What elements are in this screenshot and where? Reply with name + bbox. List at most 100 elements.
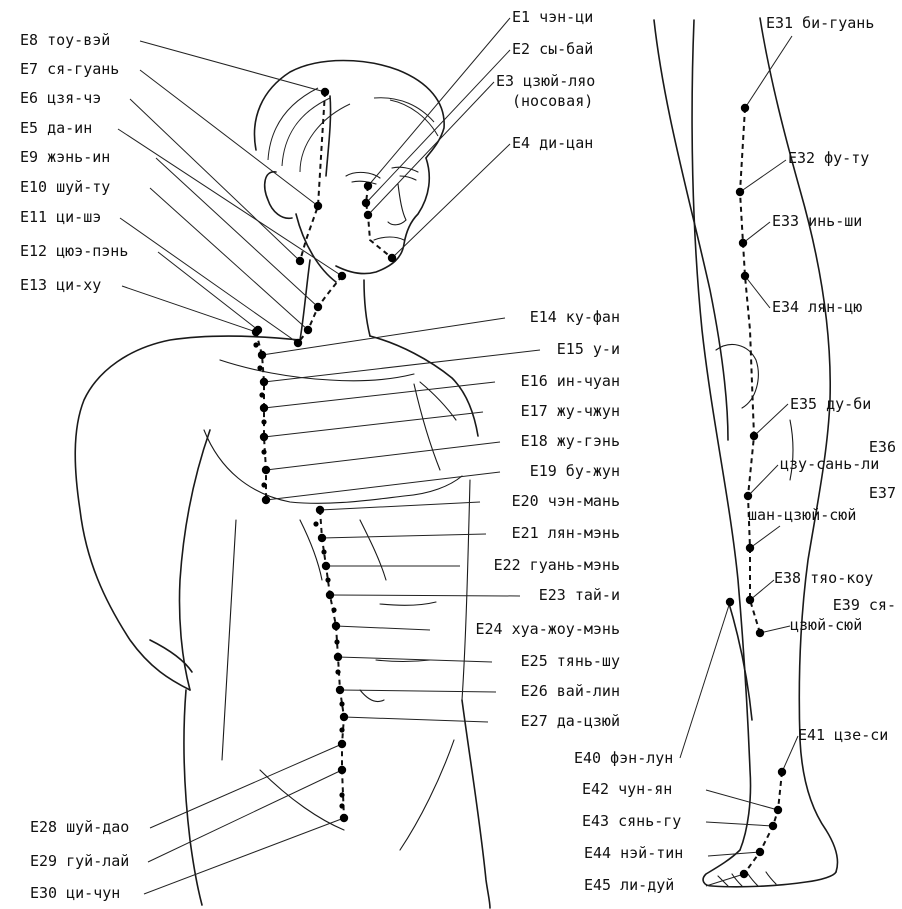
- point-e41: [778, 768, 786, 776]
- point-e3: [364, 211, 372, 219]
- leader-e42: [706, 790, 778, 810]
- label-e7: E7 ся-гуань: [20, 60, 119, 78]
- hair-outline: [254, 61, 444, 159]
- leader-e9: [156, 158, 318, 307]
- leader-e10: [150, 188, 308, 330]
- meridian-dot: [339, 727, 344, 732]
- point-e22: [322, 562, 330, 570]
- label-e21: E21 лян-мэнь: [512, 524, 620, 542]
- label-e23: E23 тай-и: [539, 586, 620, 604]
- leader-e14: [262, 318, 505, 355]
- leader-e5: [118, 129, 342, 276]
- leader-e20: [320, 502, 480, 510]
- label-e9: E9 жэнь-ин: [20, 148, 110, 166]
- label-e32: E32 фу-ту: [788, 149, 869, 167]
- point-e35: [750, 432, 758, 440]
- label-e34: E34 лян-цю: [772, 298, 862, 316]
- point-e24: [332, 622, 340, 630]
- label-e25: E25 тянь-шу: [521, 652, 620, 670]
- acupoints: [252, 88, 786, 878]
- label-e39-code: E39 ся-: [833, 596, 896, 614]
- point-e14: [258, 351, 266, 359]
- label-e36-name: цзу-сань-ли: [780, 455, 879, 473]
- point-e43: [769, 822, 777, 830]
- leader-e4: [392, 144, 510, 258]
- label-e30: E30 ци-чун: [30, 884, 120, 902]
- meridian-dot: [339, 803, 344, 808]
- label-e45: E45 ли-дуй: [584, 876, 674, 894]
- point-e7: [314, 202, 322, 210]
- leader-e30: [144, 818, 344, 894]
- leader-e18: [266, 442, 500, 470]
- point-e20: [316, 506, 324, 514]
- point-e29: [338, 766, 346, 774]
- leader-e3: [368, 82, 494, 215]
- leader-e12: [158, 252, 258, 330]
- leader-e33: [743, 222, 770, 243]
- label-e43: E43 сянь-гу: [582, 812, 681, 830]
- label-e44: E44 нэй-тин: [584, 844, 683, 862]
- meridian-leg: [740, 108, 760, 633]
- leader-e34: [745, 276, 770, 308]
- leader-e6: [130, 99, 300, 261]
- meridian-dot: [339, 792, 344, 797]
- point-e11: [294, 339, 302, 347]
- label-e19: E19 бу-жун: [530, 462, 620, 480]
- label-e41: E41 цзе-си: [798, 726, 888, 744]
- label-e4: E4 ди-цан: [512, 134, 593, 152]
- meridian-dot: [261, 482, 266, 487]
- meridian-foot: [744, 772, 782, 874]
- leader-e1: [368, 18, 510, 186]
- point-e2: [362, 199, 370, 207]
- label-e42: E42 чун-ян: [582, 780, 672, 798]
- meridian-lines: [256, 92, 782, 874]
- point-e16: [260, 404, 268, 412]
- point-e1: [364, 182, 372, 190]
- meridian-dot: [313, 521, 318, 526]
- label-e10: E10 шуй-ту: [20, 178, 110, 196]
- point-e33: [739, 239, 747, 247]
- meridian-dot: [257, 365, 262, 370]
- leader-e32: [740, 160, 786, 192]
- point-e31: [741, 104, 749, 112]
- point-e37: [746, 544, 754, 552]
- leader-e15: [264, 350, 540, 382]
- label-e18: E18 жу-гэнь: [521, 432, 620, 450]
- ear-outline: [265, 172, 292, 218]
- leader-e7: [140, 70, 318, 206]
- label-e29: E29 гуй-лай: [30, 852, 129, 870]
- label-e3-note: (носовая): [512, 92, 593, 110]
- point-e27: [340, 713, 348, 721]
- leader-e45: [706, 874, 744, 886]
- point-e18: [262, 466, 270, 474]
- point-e30: [340, 814, 348, 822]
- point-e17: [260, 433, 268, 441]
- meridian-dot: [259, 392, 264, 397]
- leader-e43: [706, 822, 773, 826]
- point-e40: [726, 598, 734, 606]
- label-e12: E12 цюэ-пэнь: [20, 242, 128, 260]
- point-e34: [741, 272, 749, 280]
- label-e39-name: цзюй-сюй: [790, 616, 862, 634]
- leader-e21: [322, 534, 486, 538]
- leader-e8: [140, 41, 325, 92]
- point-e42: [774, 806, 782, 814]
- meridian-dot: [334, 639, 339, 644]
- label-e11: E11 ци-шэ: [20, 208, 101, 226]
- label-e40: E40 фэн-лун: [574, 749, 673, 767]
- leader-e26: [340, 690, 496, 692]
- label-e35: E35 ду-би: [790, 395, 871, 413]
- point-e21: [318, 534, 326, 542]
- meridian-dot: [331, 607, 336, 612]
- leader-e37: [750, 526, 780, 548]
- label-e31: E31 би-гуань: [766, 14, 874, 32]
- label-e15: E15 у-и: [557, 340, 620, 358]
- point-e4: [388, 254, 396, 262]
- label-e20: E20 чэн-мань: [512, 492, 620, 510]
- leader-e40: [680, 602, 730, 758]
- leader-e17: [264, 412, 483, 437]
- label-e22: E22 гуань-мэнь: [494, 556, 620, 574]
- torso-figure: [75, 61, 490, 909]
- point-e6: [296, 257, 304, 265]
